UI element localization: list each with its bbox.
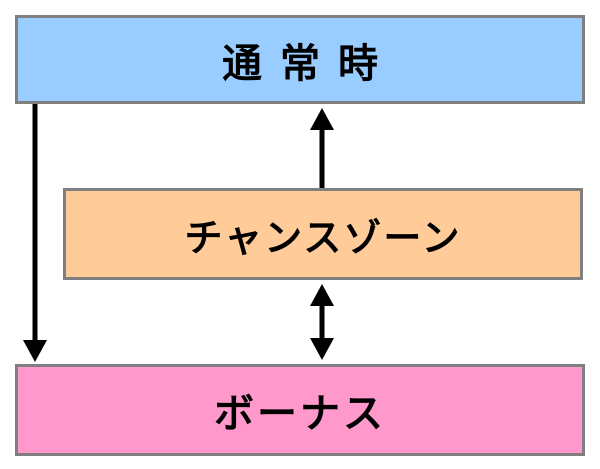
state-box-chance-zone: チャンスゾーン [63,188,583,280]
state-box-bonus: ボーナス [15,364,585,456]
arrow-chance-zone-bonus-bidirectional [310,284,334,360]
arrow-chance-zone-to-normal [310,108,334,188]
state-label-chance-zone: チャンスゾーン [184,215,462,260]
state-label-bonus: ボーナス [214,391,386,437]
arrow-normal-to-bonus [23,104,47,362]
state-box-normal: 通常時 [15,15,585,104]
state-label-normal: 通常時 [222,40,396,87]
